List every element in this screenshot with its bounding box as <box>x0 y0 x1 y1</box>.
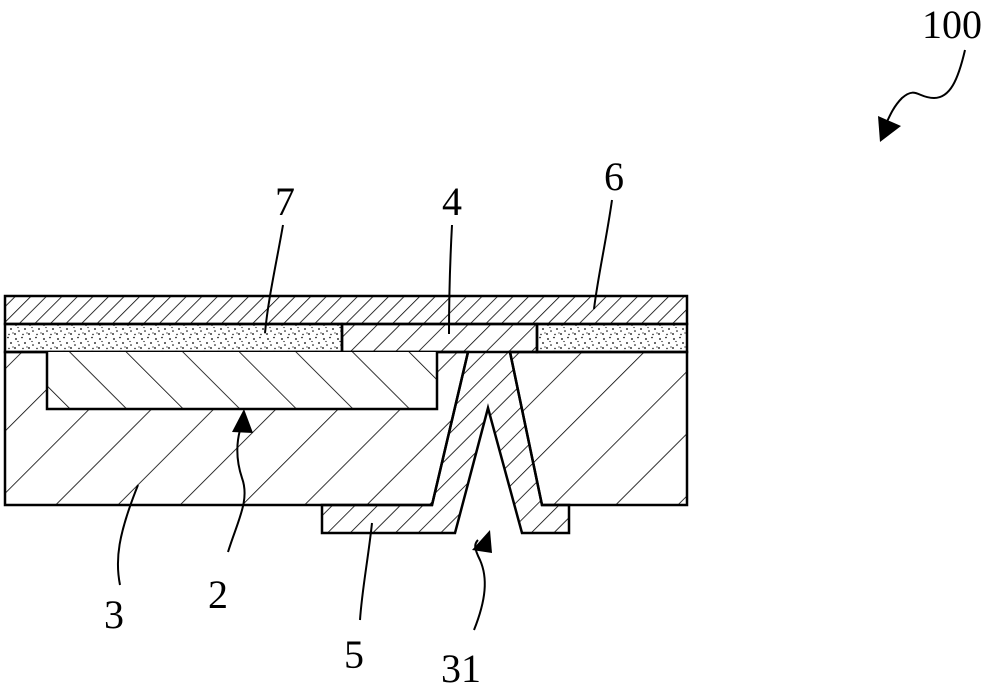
cavity-2 <box>45 352 439 411</box>
label-5: 5 <box>344 632 364 677</box>
label-3: 3 <box>104 592 124 637</box>
arrowhead-100-icon <box>878 116 901 142</box>
arrowhead-2-icon <box>232 409 253 433</box>
groove-wall-conductor <box>320 351 571 535</box>
arrowhead-31-icon <box>472 530 492 553</box>
label-31: 31 <box>441 646 481 691</box>
label-2: 2 <box>208 572 228 617</box>
label-6: 6 <box>604 154 624 199</box>
leader-lines <box>116 49 966 631</box>
top-layer-6 <box>3 294 689 326</box>
label-4: 4 <box>442 179 462 224</box>
middle-layer-4 <box>340 322 539 354</box>
label-100: 100 <box>922 2 982 47</box>
reference-labels: 100 7 4 6 3 2 5 31 <box>104 2 982 691</box>
label-7: 7 <box>275 179 295 224</box>
